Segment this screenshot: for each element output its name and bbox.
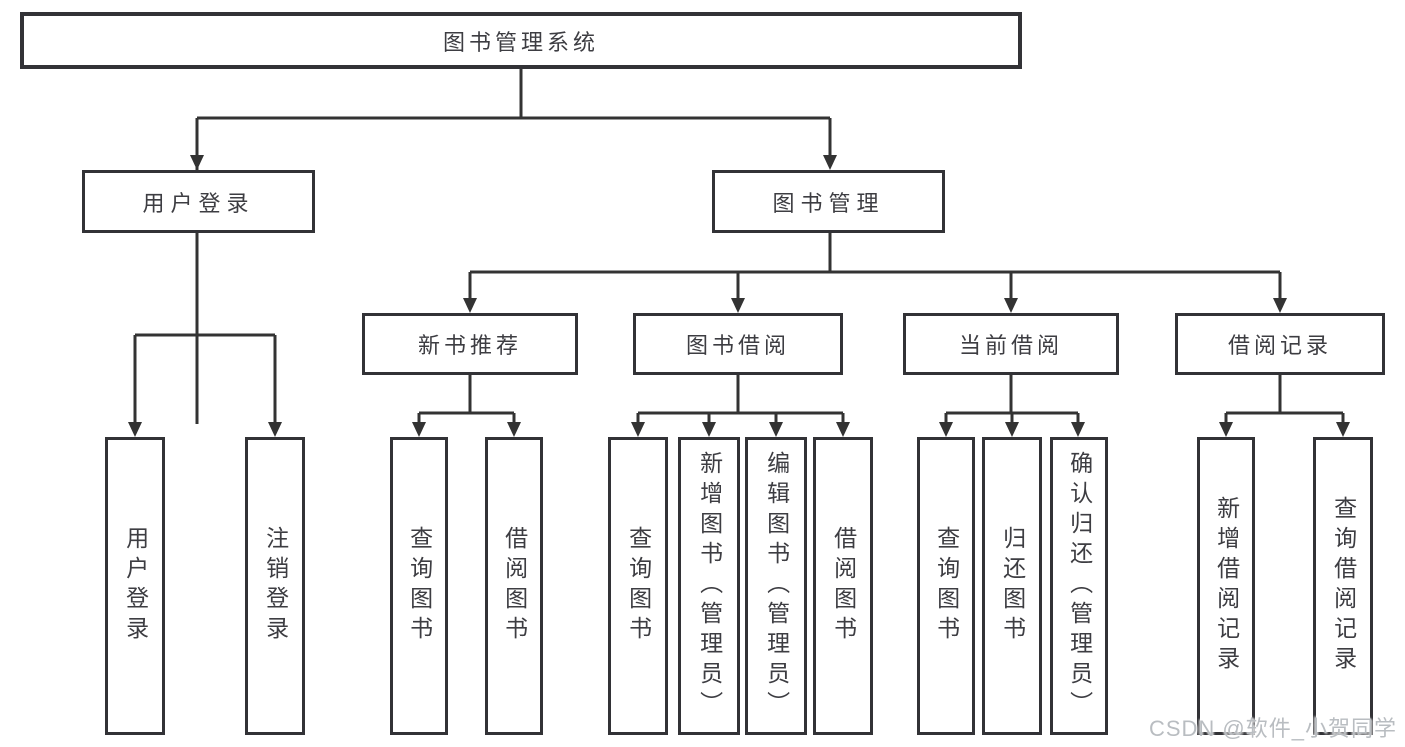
leaf-borrow-books-recommend-label: 借阅图书 — [501, 526, 528, 646]
node-borrowing-records: 借阅记录 — [1175, 313, 1385, 375]
connector-user-login — [133, 233, 277, 424]
arrowhead-icon — [939, 422, 953, 437]
leaf-confirm-return-admin: 确认归还（管理员） — [1050, 437, 1108, 735]
node-current-borrowing-label: 当前借阅 — [958, 333, 1063, 358]
node-book-management-label: 图书管理 — [772, 190, 885, 216]
arrowhead-icon — [731, 298, 745, 313]
leaf-add-borrow-record: 新增借阅记录 — [1197, 437, 1255, 735]
leaf-return-books-label: 归还图书 — [999, 526, 1026, 646]
leaf-query-books-recommend: 查询图书 — [390, 437, 448, 735]
leaf-query-books-recommend-label: 查询图书 — [406, 526, 433, 646]
arrowhead-icon — [1071, 422, 1085, 437]
arrowhead-icon — [463, 298, 477, 313]
leaf-borrow-books-borrowing-label: 借阅图书 — [830, 526, 857, 646]
leaf-add-books-admin: 新增图书（管理员） — [678, 437, 740, 735]
node-book-borrowing-label: 图书借阅 — [685, 333, 790, 358]
watermark: CSDN @软件_小贺同学 — [1148, 716, 1397, 741]
arrowhead-icon — [190, 155, 204, 170]
arrowhead-icon — [128, 422, 142, 437]
node-user-login-label: 用户登录 — [142, 190, 255, 216]
connector-records — [1224, 375, 1345, 424]
arrowhead-icon — [507, 422, 521, 437]
leaf-add-books-admin-label: 新增图书（管理员） — [696, 451, 723, 721]
leaf-user-login-label: 用户登录 — [122, 526, 149, 646]
node-root-label: 图书管理系统 — [442, 29, 599, 55]
arrowhead-icon — [1219, 422, 1233, 437]
connector-new-book — [417, 375, 516, 424]
leaf-borrow-books-recommend: 借阅图书 — [485, 437, 543, 735]
connector-root — [195, 69, 832, 424]
leaf-query-books-current: 查询图书 — [917, 437, 975, 735]
connector-book-mgmt — [468, 233, 1282, 300]
leaf-query-books-current-label: 查询图书 — [933, 526, 960, 646]
node-new-book-recommend-label: 新书推荐 — [417, 333, 522, 358]
node-book-management: 图书管理 — [712, 170, 945, 233]
leaf-query-borrow-record-label: 查询借阅记录 — [1330, 496, 1357, 676]
arrowhead-icon — [702, 422, 716, 437]
arrowhead-icon — [1005, 422, 1019, 437]
leaf-logout-label: 注销登录 — [262, 526, 289, 646]
node-current-borrowing: 当前借阅 — [903, 313, 1119, 375]
arrowhead-icon — [769, 422, 783, 437]
leaf-logout: 注销登录 — [245, 437, 305, 735]
node-borrowing-records-label: 借阅记录 — [1227, 333, 1332, 358]
leaf-edit-books-admin: 编辑图书（管理员） — [745, 437, 807, 735]
arrowhead-icon — [631, 422, 645, 437]
leaf-return-books: 归还图书 — [982, 437, 1042, 735]
leaf-confirm-return-admin-label: 确认归还（管理员） — [1066, 451, 1093, 721]
arrowhead-icon — [1004, 298, 1018, 313]
arrowhead-icon — [1336, 422, 1350, 437]
leaf-query-books-borrowing-label: 查询图书 — [625, 526, 652, 646]
node-new-book-recommend: 新书推荐 — [362, 313, 578, 375]
arrowhead-icon — [268, 422, 282, 437]
node-book-borrowing: 图书借阅 — [633, 313, 843, 375]
node-root: 图书管理系统 — [20, 12, 1022, 69]
arrowhead-icon — [836, 422, 850, 437]
leaf-borrow-books-borrowing: 借阅图书 — [813, 437, 873, 735]
arrowhead-icon — [412, 422, 426, 437]
leaf-edit-books-admin-label: 编辑图书（管理员） — [763, 451, 790, 721]
connector-current — [944, 375, 1080, 424]
arrowhead-icon — [823, 155, 837, 170]
leaf-query-books-borrowing: 查询图书 — [608, 437, 668, 735]
leaf-user-login: 用户登录 — [105, 437, 165, 735]
connector-borrowing — [636, 375, 845, 424]
arrowhead-icon — [1273, 298, 1287, 313]
leaf-add-borrow-record-label: 新增借阅记录 — [1213, 496, 1240, 676]
leaf-query-borrow-record: 查询借阅记录 — [1313, 437, 1373, 735]
node-user-login: 用户登录 — [82, 170, 315, 233]
